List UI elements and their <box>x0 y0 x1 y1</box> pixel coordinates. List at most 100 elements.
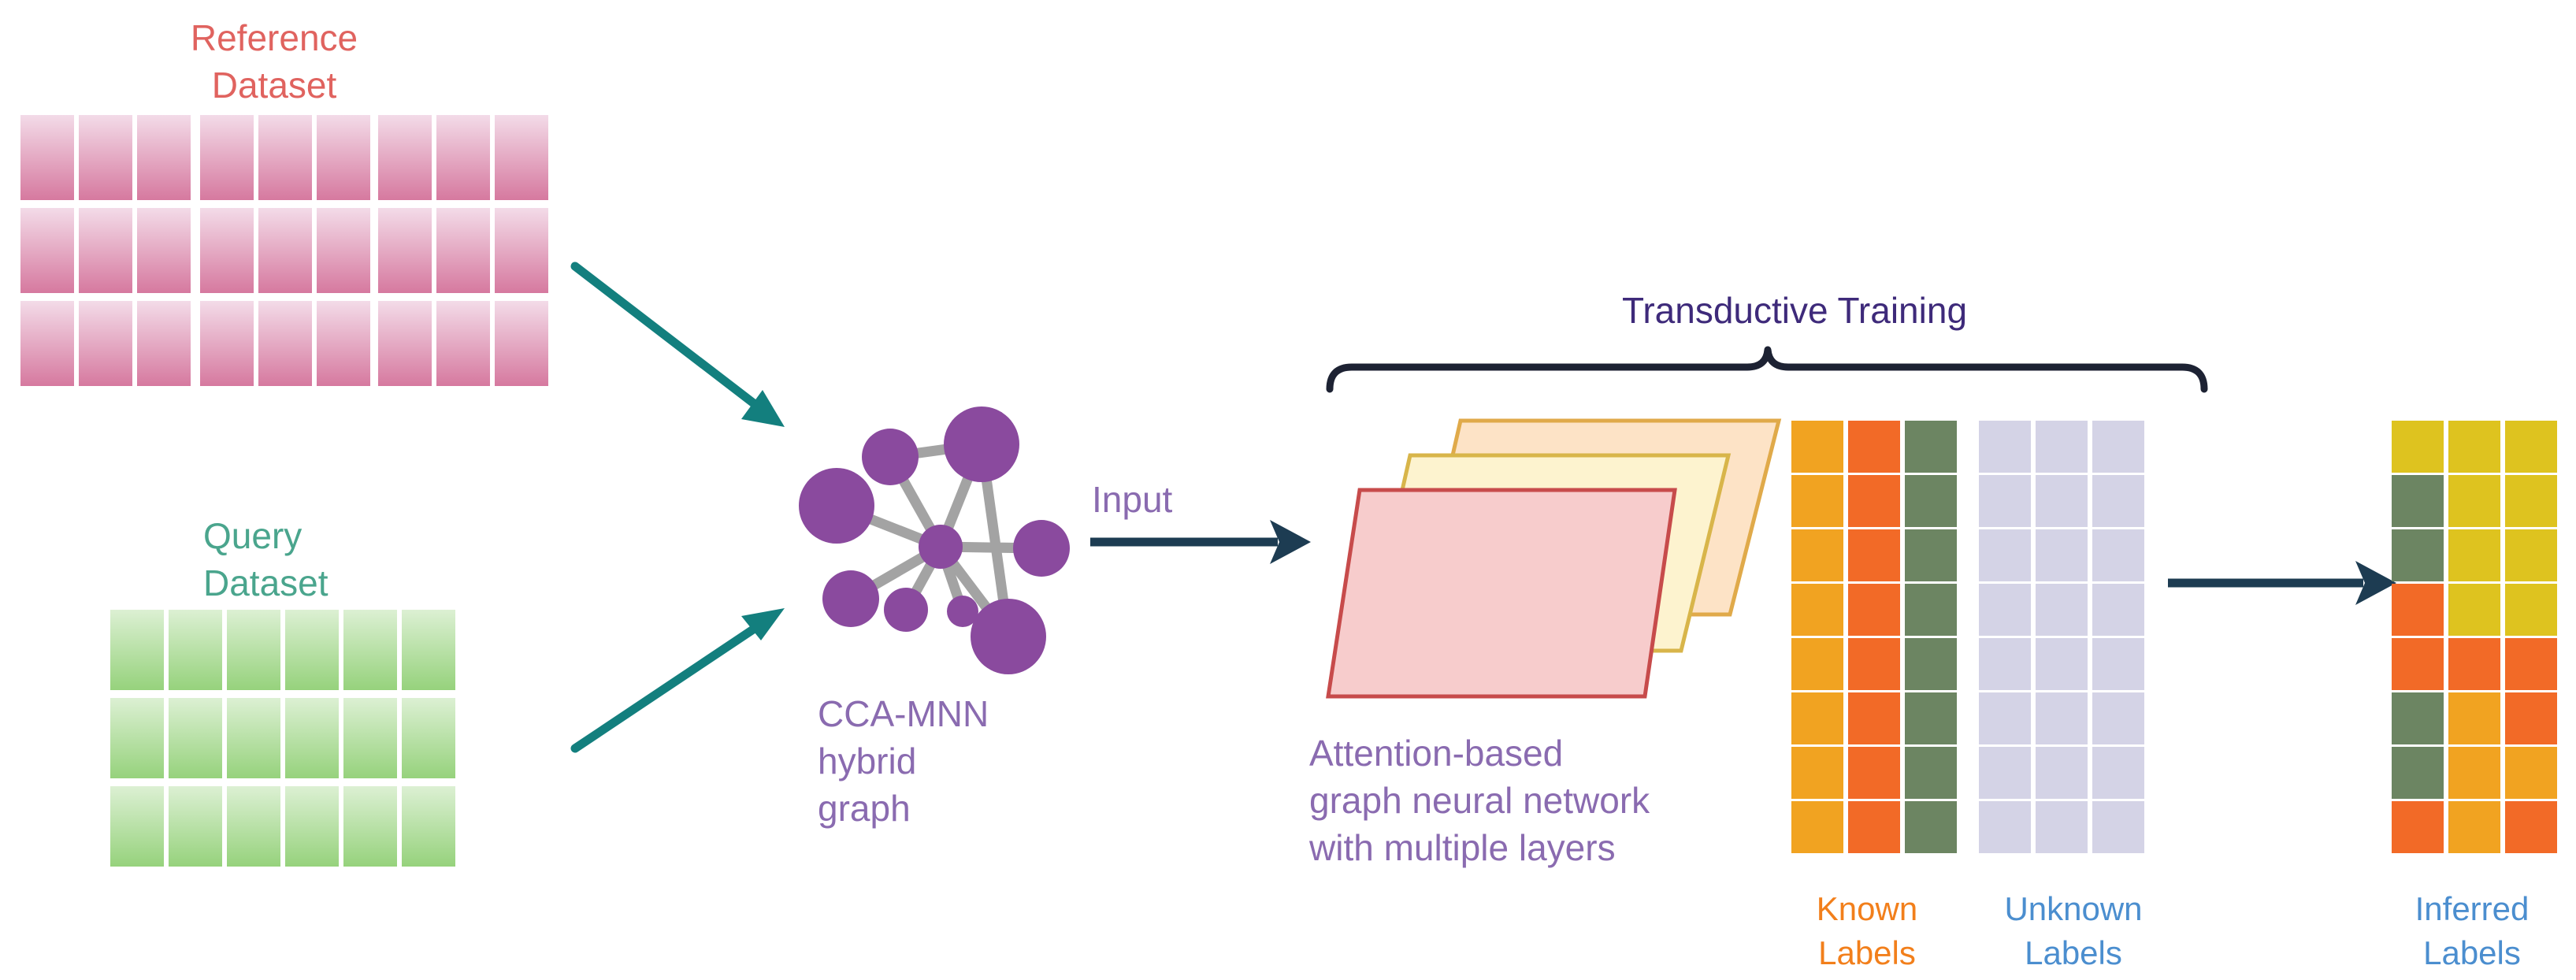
query-cell <box>169 610 222 690</box>
gnn-layers: Attention-based graph neural network wit… <box>1308 418 1782 868</box>
training-title: Transductive Training <box>1622 290 1967 331</box>
dataset-arrows <box>570 262 785 753</box>
gnn-label-line3: with multiple layers <box>1308 827 1616 868</box>
known-label-cell <box>1848 801 1900 853</box>
known-label-cell <box>1791 421 1843 473</box>
unknown-label-cell <box>1979 584 2031 636</box>
known-label-cell <box>1905 638 1957 690</box>
reference-cell <box>258 208 312 293</box>
known-label-cell <box>1905 692 1957 744</box>
query-cell <box>402 610 455 690</box>
reference-cell <box>378 115 432 200</box>
query-cell <box>285 698 339 778</box>
unknown-label-cell <box>2092 692 2144 744</box>
inferred-label-cell <box>2505 421 2557 473</box>
unknown-label-cell <box>2092 529 2144 581</box>
graph-label-line2: hybrid <box>818 741 916 781</box>
graph-nodes <box>799 406 1070 674</box>
input-arrow-group: Input <box>1090 479 1311 564</box>
input-label: Input <box>1092 479 1173 520</box>
reference-cell <box>20 208 74 293</box>
unknown-label-cell <box>1979 638 2031 690</box>
reference-cell <box>200 208 254 293</box>
query-cell <box>285 610 339 690</box>
query-cell <box>169 698 222 778</box>
gnn-label-line2: graph neural network <box>1309 780 1650 821</box>
input-arrow-head <box>1270 520 1311 564</box>
reference-cell <box>79 115 132 200</box>
gnn-label-line1: Attention-based <box>1309 733 1563 774</box>
reference-cell <box>378 301 432 386</box>
known-label-cell <box>1791 584 1843 636</box>
known-label-cell <box>1848 529 1900 581</box>
unknown-label-cell <box>2092 421 2144 473</box>
known-label-cell <box>1848 421 1900 473</box>
reference-cell <box>79 301 132 386</box>
query-cell <box>110 610 164 690</box>
training-brace <box>1326 346 2208 393</box>
graph-node <box>944 406 1019 482</box>
unknown-label-cell <box>2036 475 2088 527</box>
unknown-label-line2: Labels <box>2025 934 2122 971</box>
unknown-label-cell <box>1979 421 2031 473</box>
reference-cell <box>317 208 370 293</box>
unknown-labels-grid <box>1979 421 2144 853</box>
unknown-label-cell <box>2036 529 2088 581</box>
graph-node <box>862 429 919 485</box>
known-label-cell <box>1791 475 1843 527</box>
inferred-label-cell <box>2505 747 2557 799</box>
graph-node <box>947 596 978 627</box>
known-label-cell <box>1848 475 1900 527</box>
reference-cell <box>200 301 254 386</box>
query-cell <box>227 786 280 867</box>
reference-cell <box>317 115 370 200</box>
graph-node-center <box>919 525 963 569</box>
reference-arrow <box>570 262 763 411</box>
reference-cell <box>495 115 548 200</box>
unknown-label-cell <box>2036 801 2088 853</box>
known-label-cell <box>1848 692 1900 744</box>
unknown-label-cell <box>2092 747 2144 799</box>
graph-node <box>1013 520 1070 577</box>
hybrid-graph: CCA-MNN hybrid graph <box>799 406 1070 829</box>
transductive-training: Transductive Training <box>1326 290 2208 393</box>
reference-label-line2: Dataset <box>212 65 337 106</box>
inferred-label-cell <box>2448 692 2500 744</box>
unknown-label-cell <box>2036 421 2088 473</box>
query-arrow-head <box>741 608 785 640</box>
graph-label-line3: graph <box>818 788 911 829</box>
known-label-cell <box>1905 584 1957 636</box>
inferred-label-cell <box>2448 421 2500 473</box>
reference-arrow-head <box>741 390 785 427</box>
inferred-label-cell <box>2505 584 2557 636</box>
inferred-label-cell <box>2392 475 2444 527</box>
unknown-label-cell <box>2092 801 2144 853</box>
inferred-label-cell <box>2448 529 2500 581</box>
reference-cell <box>436 115 490 200</box>
inferred-label-cell <box>2505 692 2557 744</box>
inferred-label-cell <box>2448 584 2500 636</box>
query-cell <box>110 786 164 867</box>
reference-cell <box>79 208 132 293</box>
reference-grid <box>20 115 548 386</box>
graph-node <box>971 599 1046 674</box>
inferred-label-cell <box>2392 421 2444 473</box>
inferred-label-line1: Inferred <box>2415 890 2530 927</box>
reference-cell <box>137 115 191 200</box>
known-label-cell <box>1905 421 1957 473</box>
known-label-cell <box>1791 529 1843 581</box>
unknown-label-cell <box>2036 638 2088 690</box>
known-label-cell <box>1905 475 1957 527</box>
inferred-label-cell <box>2392 584 2444 636</box>
reference-label-line1: Reference <box>191 17 358 58</box>
query-cell <box>227 698 280 778</box>
unknown-label-cell <box>2036 692 2088 744</box>
known-label-cell <box>1791 692 1843 744</box>
query-cell <box>227 610 280 690</box>
graph-node <box>822 570 879 627</box>
reference-cell <box>200 115 254 200</box>
reference-cell <box>258 115 312 200</box>
known-label-cell <box>1905 529 1957 581</box>
reference-cell <box>495 301 548 386</box>
